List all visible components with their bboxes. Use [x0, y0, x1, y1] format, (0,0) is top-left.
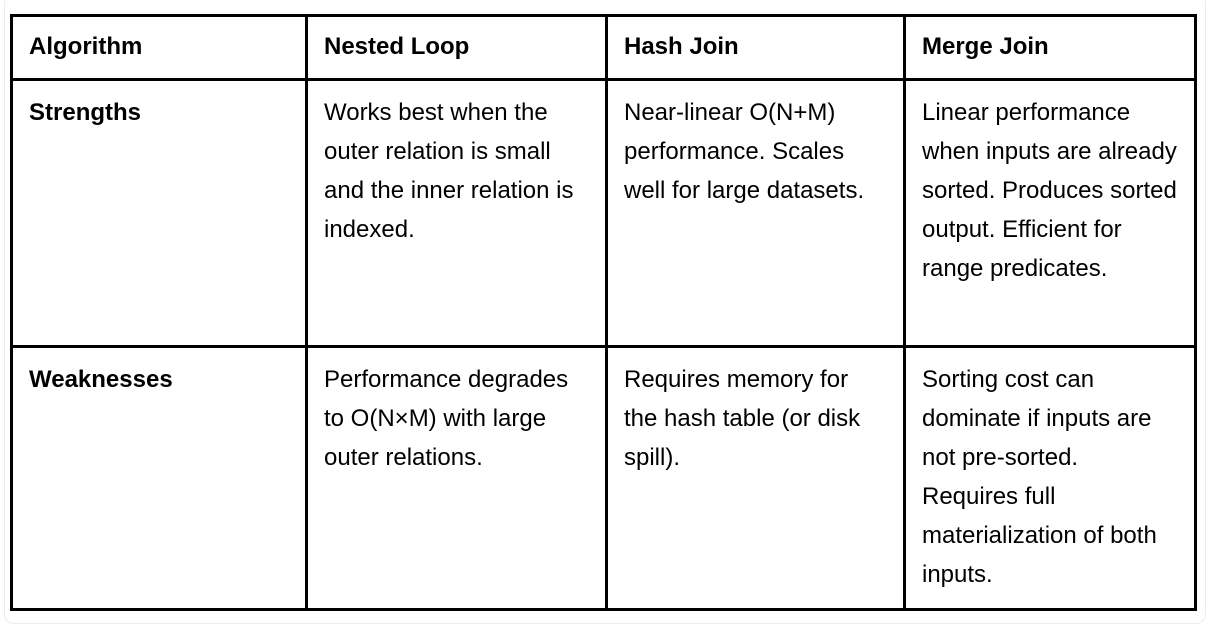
column-header-nested-loop-text: Nested Loop [324, 33, 470, 60]
cell-weaknesses-merge-join-text: Sorting cost can dominate if inputs are … [922, 366, 1157, 588]
column-header-algorithm: Algorithm [10, 14, 308, 81]
cell-strengths-hash-join-text: Near-linear O(N+M) performance. Scales w… [624, 99, 865, 204]
table-header: Algorithm Nested Loop Hash Join Merge Jo… [10, 14, 1197, 81]
join-algorithm-comparison-table: Algorithm Nested Loop Hash Join Merge Jo… [10, 14, 1197, 611]
row-label-weaknesses: Weaknesses [10, 345, 308, 611]
column-header-hash-join-text: Hash Join [624, 33, 739, 60]
table-row-strengths: Strengths Works best when the outer rela… [10, 78, 1197, 348]
cell-strengths-merge-join: Linear performance when inputs are alrea… [903, 78, 1197, 348]
column-header-merge-join-text: Merge Join [922, 33, 1049, 60]
column-header-algorithm-text: Algorithm [29, 33, 143, 60]
row-label-weaknesses-text: Weaknesses [29, 366, 173, 393]
cell-strengths-nested-loop: Works best when the outer relation is sm… [305, 78, 608, 348]
cell-weaknesses-nested-loop-text: Performance degrades to O(N×M) with larg… [324, 366, 569, 471]
table-row-weaknesses: Weaknesses Performance degrades to O(N×M… [10, 345, 1197, 611]
column-header-hash-join: Hash Join [605, 14, 906, 81]
row-label-strengths: Strengths [10, 78, 308, 348]
table-header-row: Algorithm Nested Loop Hash Join Merge Jo… [10, 14, 1197, 81]
cell-weaknesses-hash-join: Requires memory for the hash table (or d… [605, 345, 906, 611]
cell-weaknesses-nested-loop: Performance degrades to O(N×M) with larg… [305, 345, 608, 611]
cell-strengths-hash-join: Near-linear O(N+M) performance. Scales w… [605, 78, 906, 348]
cell-strengths-merge-join-text: Linear performance when inputs are alrea… [922, 99, 1177, 282]
column-header-nested-loop: Nested Loop [305, 14, 608, 81]
cell-strengths-nested-loop-text: Works best when the outer relation is sm… [324, 99, 574, 243]
cell-weaknesses-hash-join-text: Requires memory for the hash table (or d… [624, 366, 861, 471]
cell-weaknesses-merge-join: Sorting cost can dominate if inputs are … [903, 345, 1197, 611]
row-label-strengths-text: Strengths [29, 99, 142, 126]
table-body: Strengths Works best when the outer rela… [10, 78, 1197, 611]
column-header-merge-join: Merge Join [903, 14, 1197, 81]
